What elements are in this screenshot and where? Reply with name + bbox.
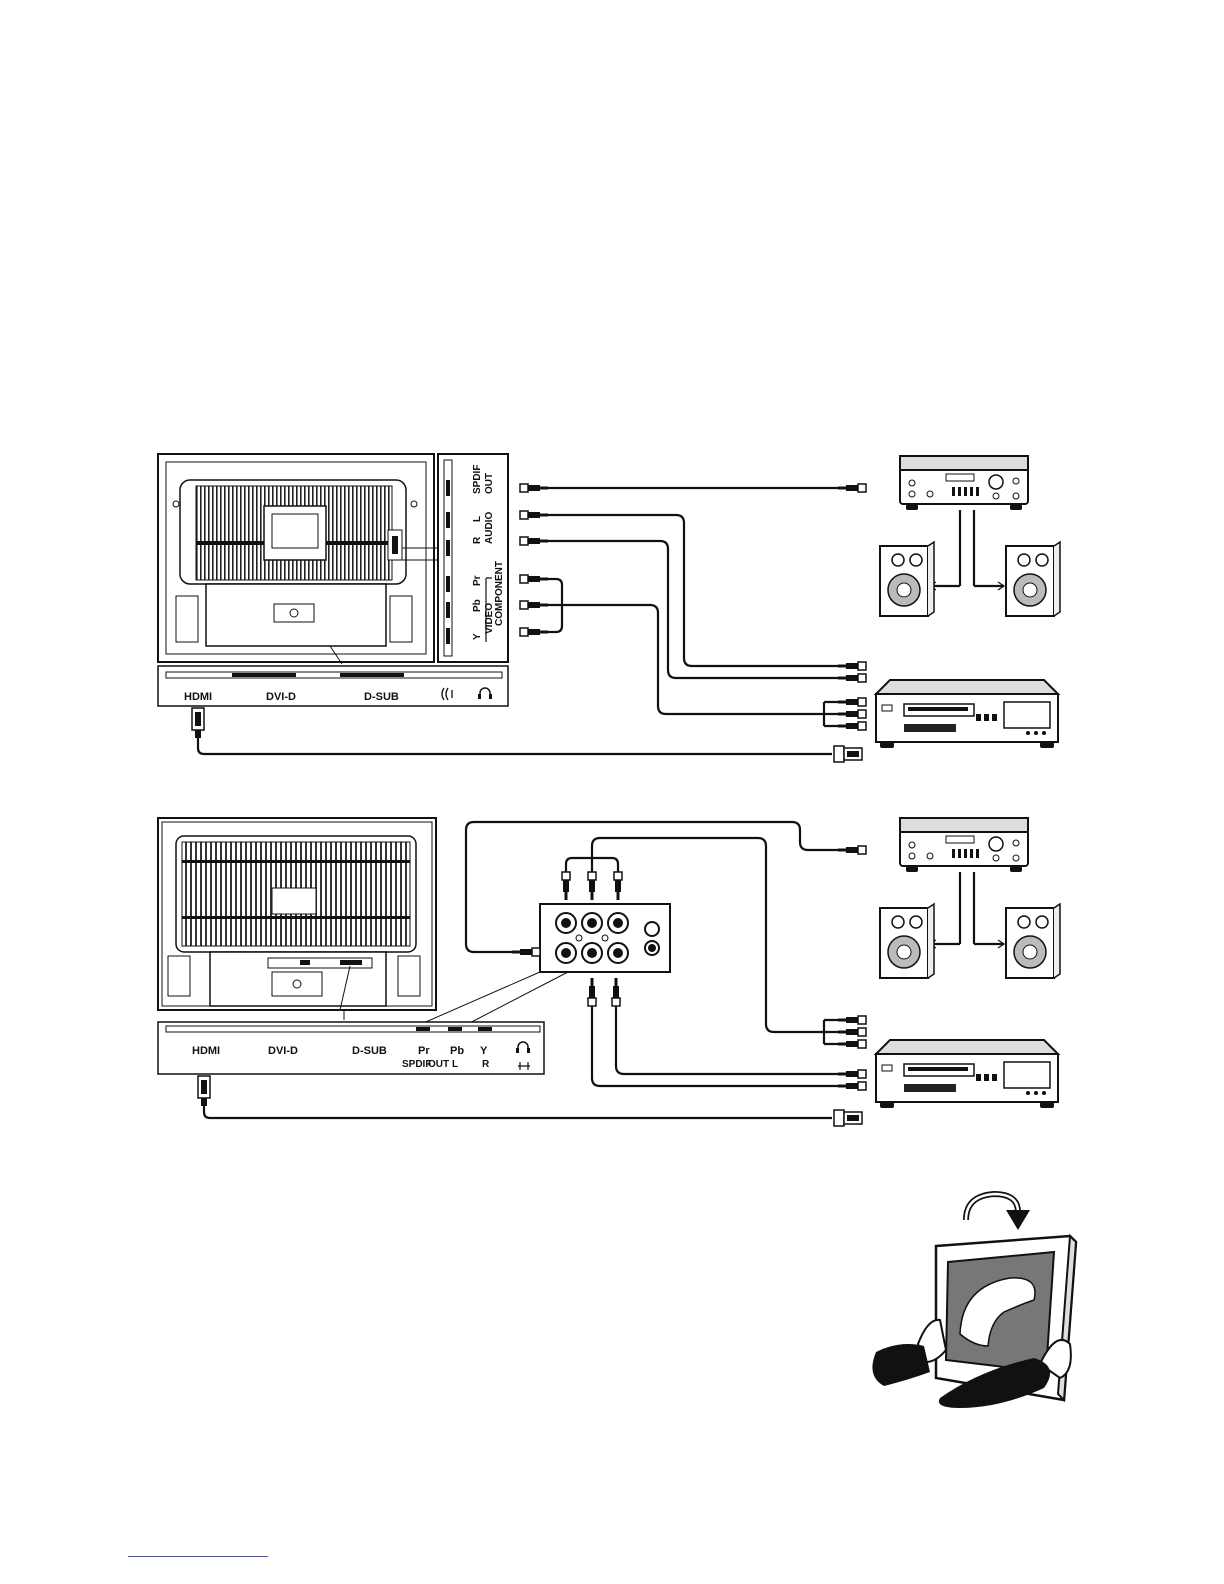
dvi-plug-icon bbox=[834, 1110, 862, 1126]
hdmi-plug-icon bbox=[192, 708, 204, 738]
speaker-left-icon bbox=[880, 904, 934, 978]
d-sub-label: D-SUB bbox=[352, 1045, 387, 1057]
speaker-right-icon bbox=[1006, 904, 1060, 978]
component-label: COMPONENT bbox=[494, 561, 505, 626]
bottom-connector-strip: HDMI DVI-D D-SUB Pr Pb Y SPDIF OUT L R bbox=[158, 1022, 544, 1074]
l-label: L bbox=[452, 1059, 458, 1070]
monitor-rear-icon bbox=[158, 818, 436, 1010]
out-label: OUT bbox=[428, 1059, 449, 1070]
dvi-d-label: DVI-D bbox=[268, 1045, 298, 1057]
spdif-label: SPDIF bbox=[472, 465, 483, 494]
hdmi-cable bbox=[204, 1106, 832, 1118]
audio-r-cable bbox=[548, 541, 838, 678]
rotate-arrow-icon bbox=[966, 1194, 1030, 1230]
pr-label: Pr bbox=[472, 575, 483, 586]
pb-label: Pb bbox=[472, 599, 483, 612]
tilt-illustration bbox=[872, 1194, 1076, 1408]
out-label: OUT bbox=[484, 473, 495, 494]
hdmi-label: HDMI bbox=[192, 1045, 220, 1057]
hdmi-cable bbox=[198, 738, 832, 754]
y-label: Y bbox=[472, 633, 483, 640]
dvi-plug-icon bbox=[834, 746, 862, 762]
speaker-left-icon bbox=[880, 542, 934, 616]
pr-label: Pr bbox=[418, 1045, 430, 1057]
video-cable bbox=[548, 605, 824, 714]
dvi-d-label: DVI-D bbox=[266, 691, 296, 703]
r-label: R bbox=[482, 1059, 490, 1070]
speaker-right-icon bbox=[1006, 542, 1060, 616]
y-label: Y bbox=[480, 1045, 488, 1057]
bottom-connector-strip: HDMI DVI-D D-SUB bbox=[158, 666, 508, 706]
audio-r-cable bbox=[616, 1006, 838, 1074]
hdmi-plug-icon bbox=[198, 1076, 210, 1106]
jack-panel-zoom bbox=[540, 904, 670, 972]
amplifier-icon bbox=[900, 456, 1028, 510]
pb-label: Pb bbox=[450, 1045, 464, 1057]
audio-l-label: L bbox=[472, 516, 483, 522]
audio-label: AUDIO bbox=[484, 512, 495, 544]
vcr-player-icon bbox=[876, 680, 1058, 748]
d-sub-label: D-SUB bbox=[364, 691, 399, 703]
diagram-1: SPDIF OUT R L AUDIO Pr Pb Y VIDEO COMPON… bbox=[158, 454, 1060, 762]
hdmi-label: HDMI bbox=[184, 691, 212, 703]
amplifier-icon bbox=[900, 818, 1028, 872]
hands-holding-monitor-icon bbox=[872, 1236, 1076, 1408]
audio-r-label: R bbox=[472, 536, 483, 544]
audio-l-cable bbox=[548, 515, 838, 666]
vcr-player-icon bbox=[876, 1040, 1058, 1108]
diagram-2: HDMI DVI-D D-SUB Pr Pb Y SPDIF OUT L R bbox=[158, 818, 1060, 1126]
monitor-rear-icon bbox=[158, 454, 434, 662]
footer-rule bbox=[128, 1556, 268, 1557]
side-connector-panel: SPDIF OUT R L AUDIO Pr Pb Y VIDEO COMPON… bbox=[438, 454, 508, 662]
